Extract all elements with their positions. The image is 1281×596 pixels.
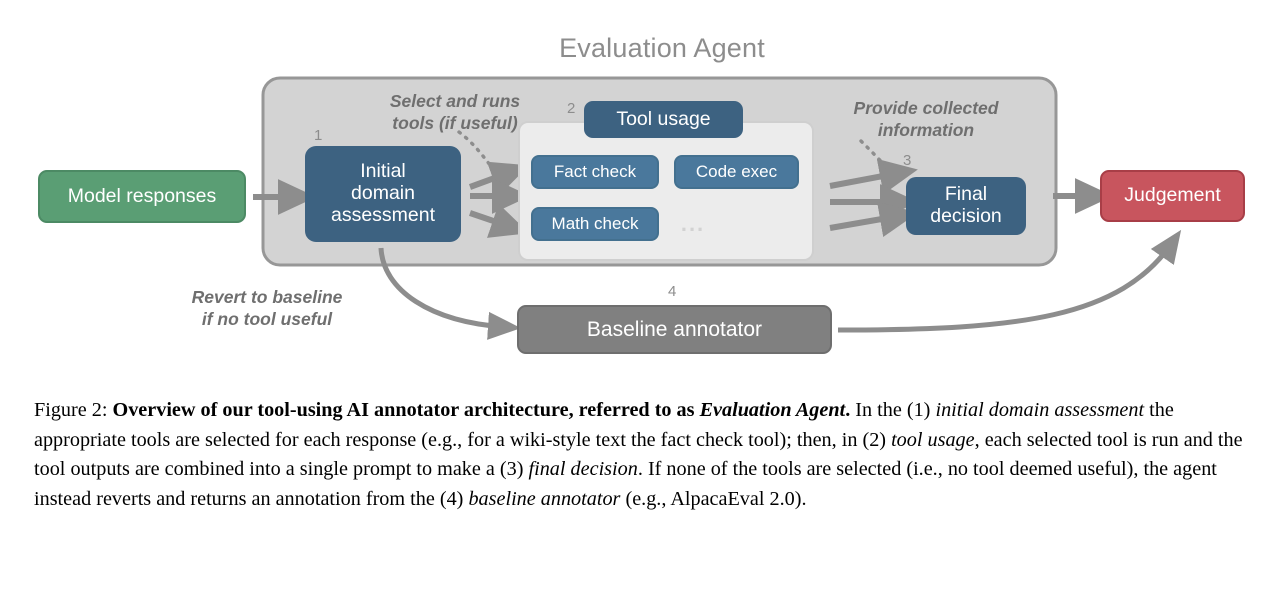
tool-chip-math-check[interactable]: Math check	[531, 207, 659, 241]
caption-bold-2: .	[845, 399, 851, 421]
step-number-2: 2	[567, 100, 576, 117]
caption-italic-2: tool usage	[891, 428, 975, 451]
leader-select-and-runs	[457, 130, 492, 167]
node-tool-usage-header[interactable]: Tool usage	[584, 101, 743, 138]
caption-italic-4: baseline annotator	[468, 488, 621, 511]
figure-diagram: Evaluation Agent Model responses 1 Initi…	[38, 33, 1245, 354]
caption-bold-italic-1: Evaluation Agent	[699, 399, 846, 421]
step-number-1: 1	[314, 127, 323, 144]
tool-chip-fact-check[interactable]: Fact check	[531, 155, 659, 189]
node-final-decision[interactable]: Final decision	[906, 177, 1026, 235]
label-line: Provide collected	[853, 98, 999, 118]
caption-body-2: the appropriate tools are selected for e…	[34, 399, 1174, 451]
node-model-responses[interactable]: Model responses	[38, 170, 246, 223]
step-number-3: 3	[903, 152, 912, 169]
step-number-4: 4	[668, 283, 677, 300]
caption-body-4: . If none of the tools are selected (i.e…	[34, 458, 1217, 511]
arrow-assessment-to-tool-3	[469, 203, 530, 238]
label-line: Select and runs	[389, 91, 521, 111]
caption-body-5: (e.g., AlpacaEval 2.0).	[620, 488, 807, 511]
node-line: assessment	[330, 203, 436, 226]
caption-italic-3: final decision	[528, 458, 638, 481]
node-baseline-annotator[interactable]: Baseline annotator	[517, 305, 832, 354]
arrow-assessment-to-baseline	[378, 247, 521, 340]
node-line: domain	[351, 182, 415, 205]
label-line: if no tool useful	[201, 309, 333, 330]
label-revert-to-baseline: Revert to baseline if no tool useful	[168, 286, 366, 331]
caption-figure-label: Figure 2:	[34, 399, 108, 421]
figure-caption: Figure 2: Overview of our tool-using AI …	[34, 396, 1249, 515]
node-line: Final	[944, 183, 988, 206]
node-initial-domain-assessment[interactable]: Initial domain assessment	[305, 146, 461, 242]
caption-body-3: , each selected tool is run and the tool…	[34, 428, 1243, 481]
arrow-baseline-to-judgement	[837, 229, 1182, 333]
arrow-tools-to-decision-3	[829, 201, 918, 238]
label-line: tools (if useful)	[392, 113, 518, 134]
node-line: Initial	[360, 160, 406, 183]
node-judgement[interactable]: Judgement	[1100, 170, 1245, 222]
arrow-assessment-to-tool-1	[468, 161, 530, 196]
label-select-and-runs: Select and runs tools (if useful)	[360, 90, 550, 135]
label-line: information	[877, 120, 975, 141]
label-line: Revert to baseline	[191, 287, 343, 307]
label-provide-collected-information: Provide collected information	[828, 97, 1024, 142]
caption-body-1: In the (1)	[850, 399, 936, 421]
caption-italic-1: initial domain assessment	[935, 399, 1145, 421]
caption-bold-1: Overview of our tool-using AI annotator …	[112, 399, 700, 421]
tool-chip-more-ellipsis: ...	[680, 210, 706, 236]
node-line: decision	[930, 205, 1002, 227]
agent-panel-title: Evaluation Agent	[559, 33, 765, 63]
arrow-tools-to-decision-1	[829, 158, 918, 195]
tool-chip-code-exec[interactable]: Code exec	[674, 155, 799, 189]
